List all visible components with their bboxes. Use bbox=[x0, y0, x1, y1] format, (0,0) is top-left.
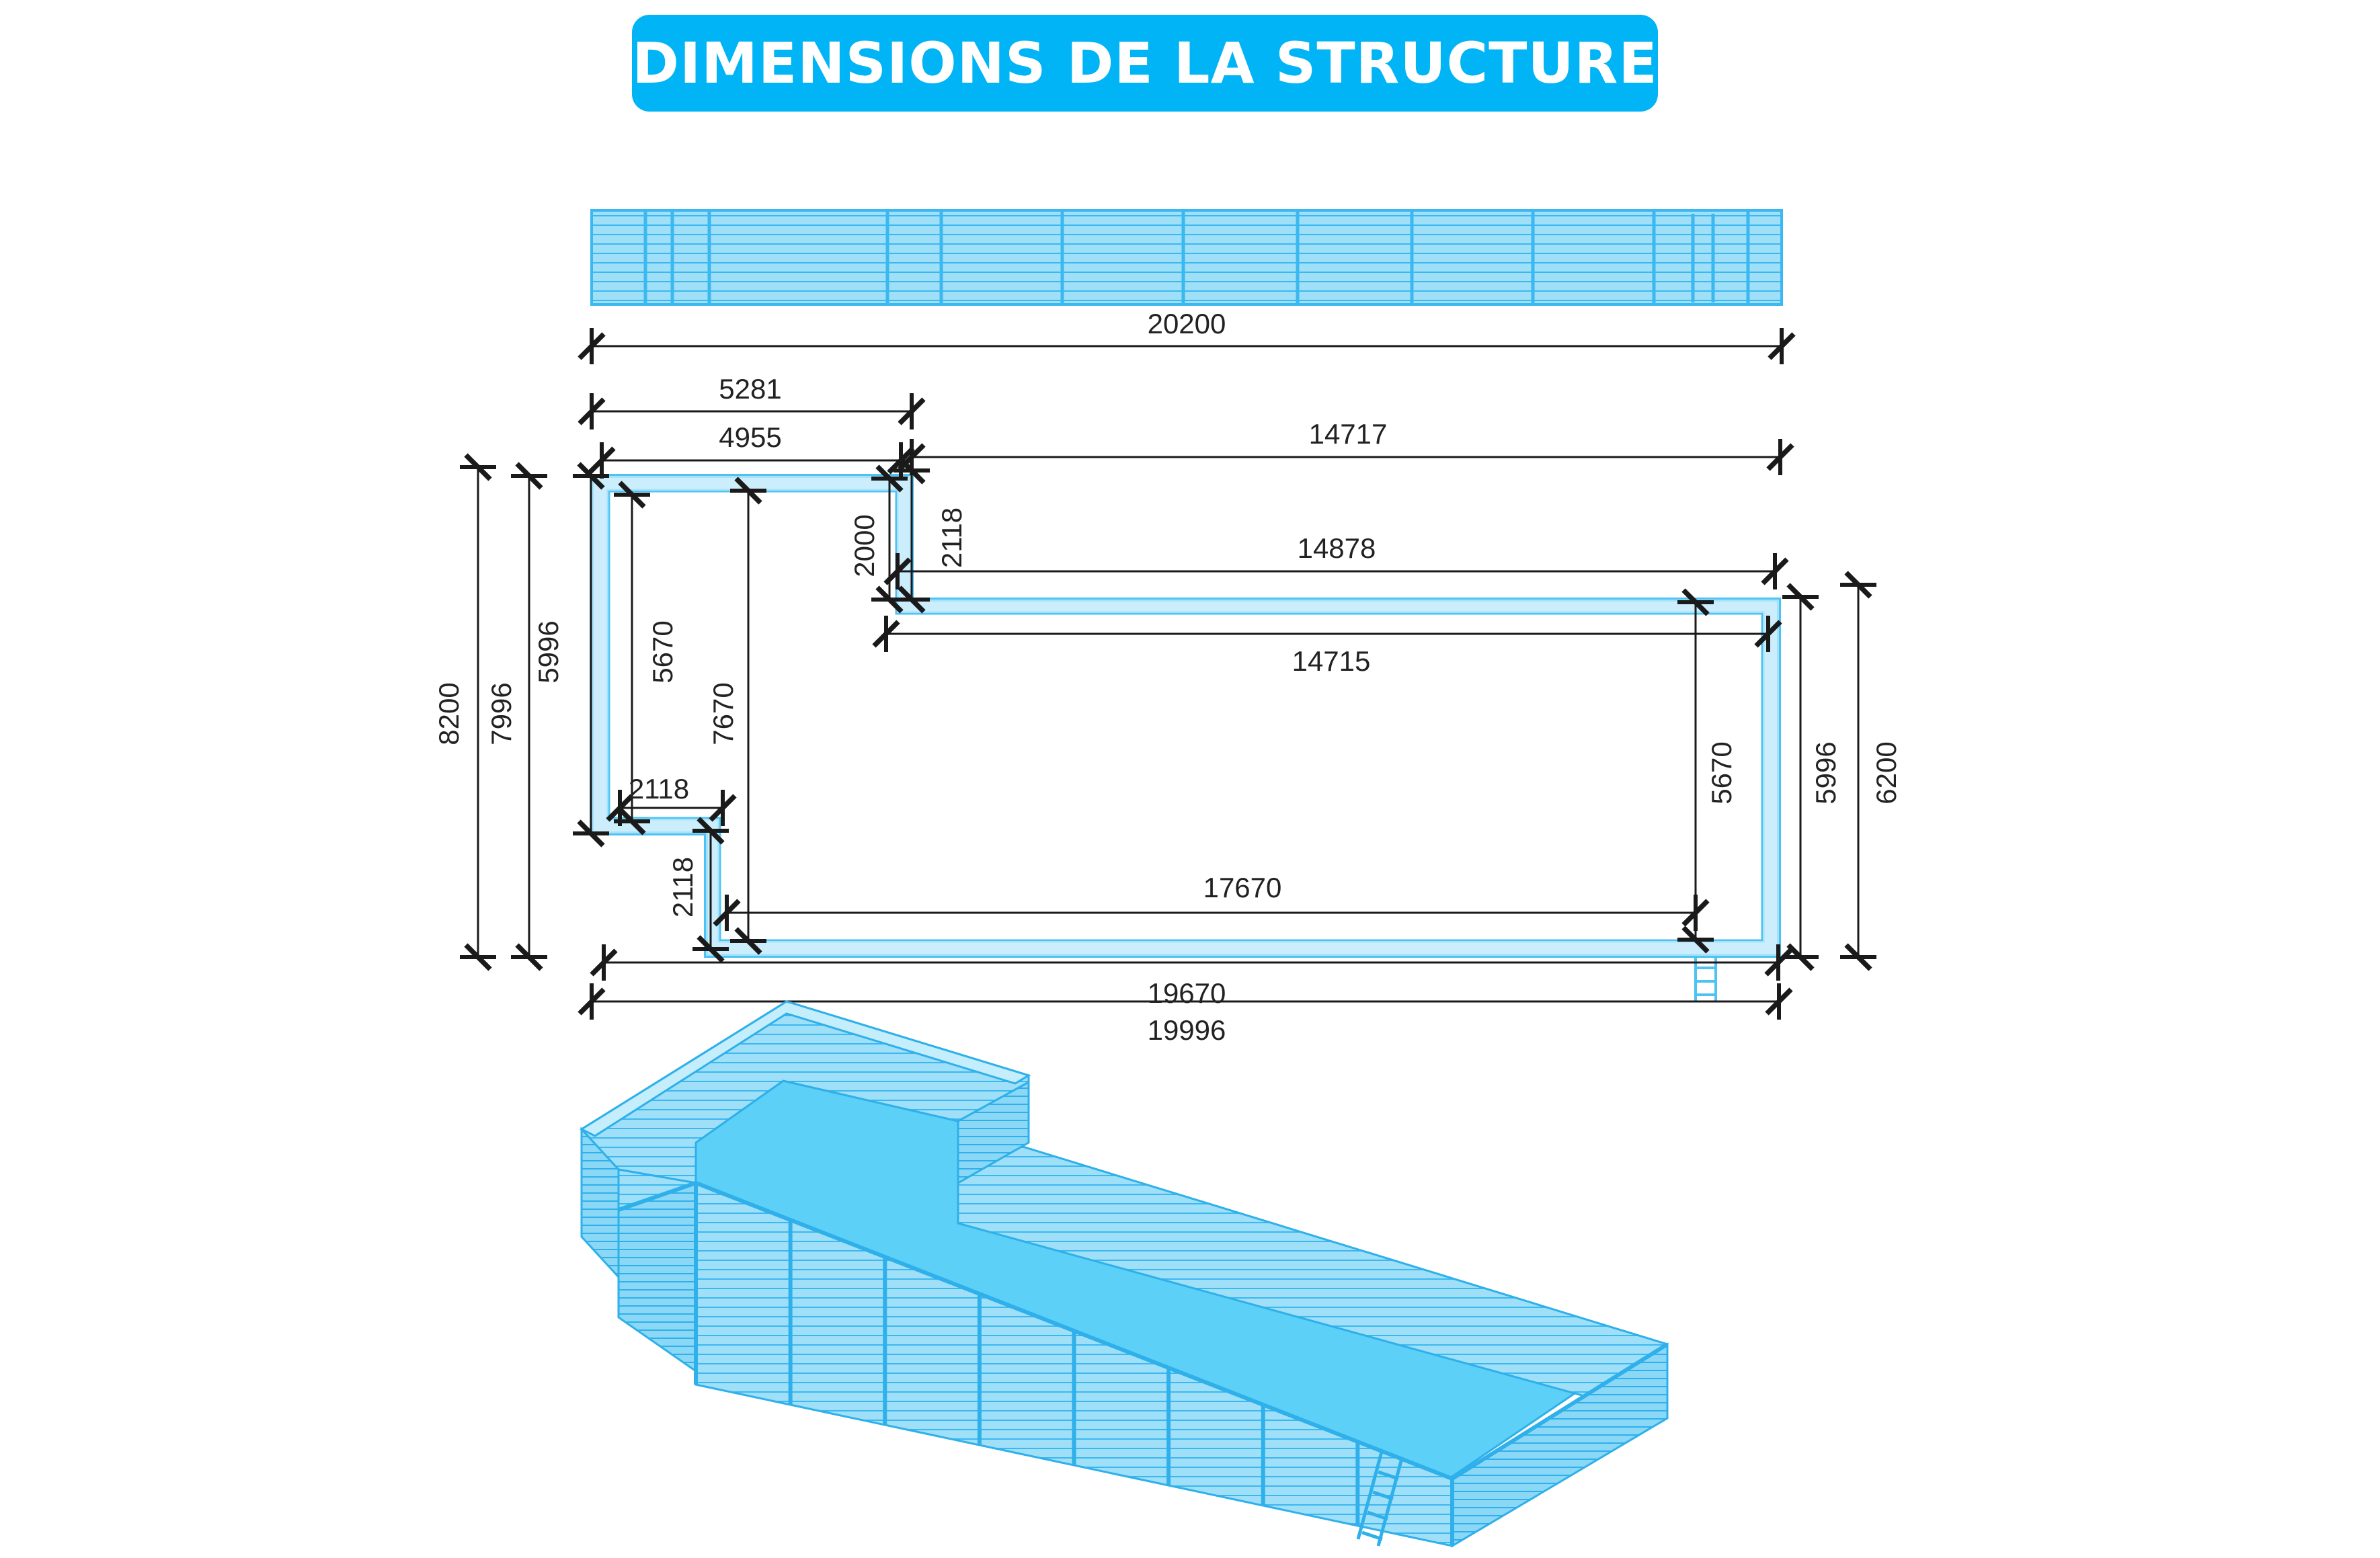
dim-notch-width: 2118 bbox=[629, 773, 689, 805]
dim-notch-height: 2118 bbox=[667, 857, 699, 917]
dim-right-height: 5996 bbox=[1810, 741, 1841, 804]
elevation-ladder bbox=[1691, 214, 1715, 302]
plan-outer-wall bbox=[590, 474, 1781, 958]
dim-right-inner-height: 5670 bbox=[1706, 741, 1737, 804]
iso-posts bbox=[694, 1183, 1454, 1546]
dim-bottom-inner: 17670 bbox=[1203, 872, 1282, 903]
dim-overall-height-mid: 7996 bbox=[485, 682, 517, 745]
dim-top-right-outer: 14717 bbox=[1309, 418, 1388, 450]
isometric-view bbox=[579, 1000, 1669, 1548]
dimension-labels: 20200 5281 4955 14717 14878 14715 17670 … bbox=[433, 308, 1902, 1046]
elevation-wall bbox=[590, 209, 1783, 306]
plan-view bbox=[590, 474, 1781, 1001]
page-title: DIMENSIONS DE LA STRUCTURE bbox=[632, 30, 1658, 96]
plan-inner-wall bbox=[606, 489, 1765, 943]
dim-bottom-outer: 19996 bbox=[1148, 1014, 1226, 1046]
dim-right-inner-bottom: 14715 bbox=[1292, 645, 1371, 677]
dim-bottom-mid: 19670 bbox=[1148, 977, 1226, 1009]
elevation-posts bbox=[643, 210, 1750, 304]
dim-left-inner-height: 5670 bbox=[647, 620, 678, 683]
dim-left-deep-inner: 7670 bbox=[707, 682, 739, 745]
title-banner: DIMENSIONS DE LA STRUCTURE bbox=[632, 15, 1658, 112]
dim-overall-height-outer: 8200 bbox=[433, 682, 465, 745]
dim-top-left-outer: 5281 bbox=[719, 373, 781, 405]
side-elevation bbox=[590, 209, 1783, 306]
plan-wall-fill bbox=[592, 476, 1779, 956]
dim-left-height: 5996 bbox=[532, 620, 564, 683]
dim-top-left-inner: 4955 bbox=[719, 421, 781, 453]
iso-step-wall bbox=[957, 1080, 1030, 1185]
iso-top-rim-raised bbox=[579, 1000, 1031, 1137]
dim-elevation-length: 20200 bbox=[1148, 308, 1226, 339]
iso-front-left-face bbox=[617, 1181, 697, 1373]
dimension-lines bbox=[460, 328, 1876, 1020]
dim-step-height-outer: 2000 bbox=[848, 514, 880, 577]
dim-right-inner-top: 14878 bbox=[1298, 532, 1376, 564]
dim-right-outer-height: 6200 bbox=[1870, 741, 1902, 804]
iso-ladder bbox=[1356, 1451, 1404, 1547]
dim-step-height-inner: 2118 bbox=[936, 507, 967, 568]
